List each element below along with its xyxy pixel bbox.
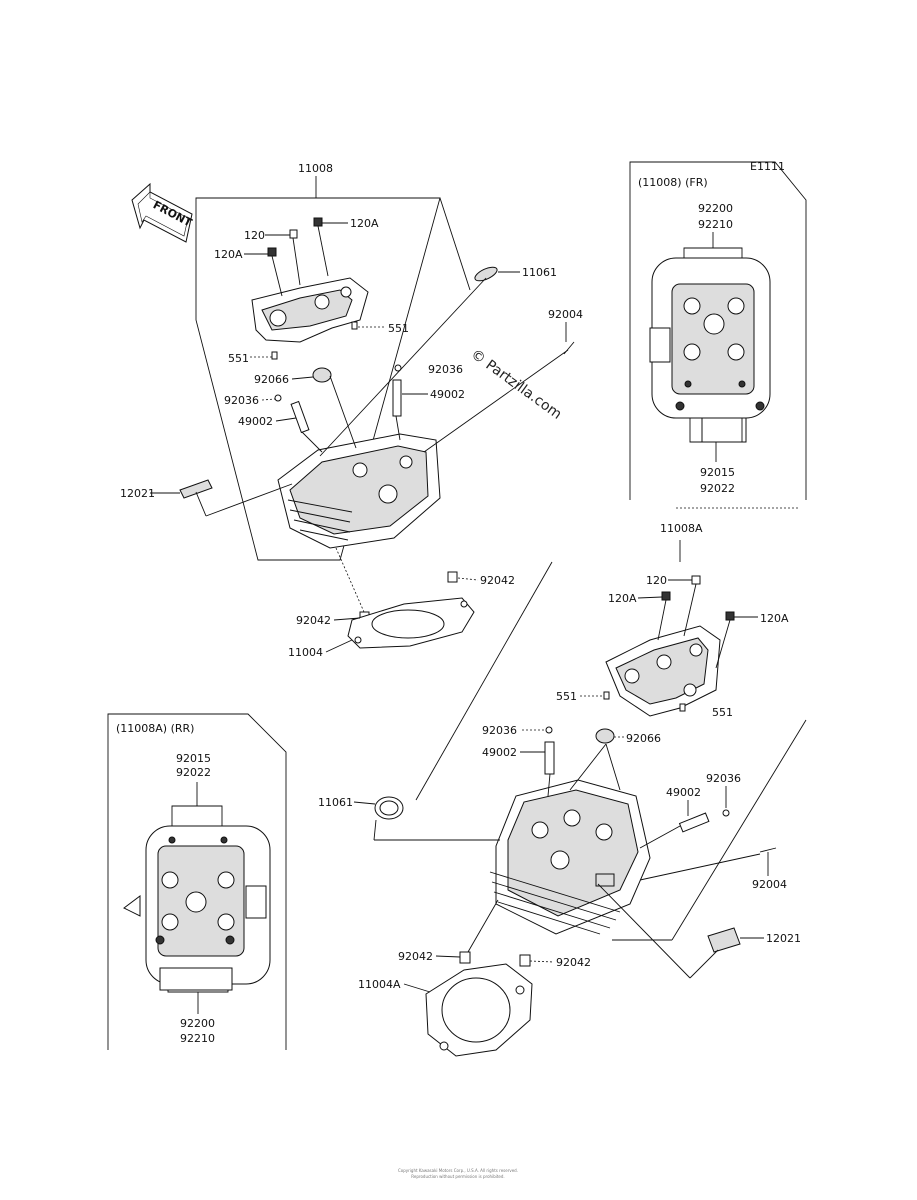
gasket-11004: [347, 597, 475, 649]
inset-rr: [107, 713, 287, 1050]
cover-12021-rear: [707, 927, 741, 953]
dowel-551-front-a: [351, 321, 358, 330]
label-12021-rear: 12021: [766, 932, 801, 945]
label-551-rear-b: 551: [712, 706, 733, 719]
dowel-92042-front-a: [447, 571, 458, 583]
bolt-120A-rear-b: [715, 611, 735, 669]
label-92004-rear: 92004: [752, 878, 787, 891]
bolt-120A-front-b: [267, 247, 283, 297]
cover-12021-front: [179, 479, 213, 499]
label-92036-front-b: 92036: [224, 394, 259, 407]
label-92066-front: 92066: [254, 373, 289, 386]
inset-fr-top-label-1: 92200: [698, 202, 733, 215]
label-120-front: 120: [244, 229, 265, 242]
label-92042-front-a: 92042: [480, 574, 515, 587]
label-11008A: 11008A: [660, 522, 703, 535]
inset-fr-bottom-label-1: 92015: [700, 466, 735, 479]
cylinder-head-rear: [489, 779, 651, 935]
ref-code: E1111: [750, 160, 785, 173]
label-49002-rear-a: 49002: [482, 746, 517, 759]
valve-guide-49002-rear-a: [544, 741, 555, 775]
label-551-front-a: 551: [388, 322, 409, 335]
label-12021-front: 12021: [120, 487, 155, 500]
gasket-11004A: [425, 963, 533, 1057]
label-92036-front-a: 92036: [428, 363, 463, 376]
label-92004-front: 92004: [548, 308, 583, 321]
clip-92036-rear-a: [545, 726, 553, 734]
label-11061-front: 11061: [522, 266, 557, 279]
o-ring-11061-front: [474, 266, 498, 282]
dowel-551-front-b: [271, 351, 278, 360]
dowel-92042-rear-b: [519, 954, 531, 967]
inset-fr-top-label-2: 92210: [698, 218, 733, 231]
inset-fr: [629, 161, 807, 509]
label-551-rear-a: 551: [556, 690, 577, 703]
inset-rr-title: (11008A) (RR): [116, 722, 194, 735]
clip-92036-rear-b: [722, 809, 730, 817]
dowel-551-rear-b: [679, 703, 686, 712]
label-120A-front-a: 120A: [350, 217, 379, 230]
label-92042-rear-b: 92042: [556, 956, 591, 969]
label-120-rear: 120: [646, 574, 667, 587]
label-92066-rear: 92066: [626, 732, 661, 745]
label-551-front-b: 551: [228, 352, 249, 365]
dowel-92042-rear-a: [459, 951, 471, 964]
clip-92036-front-a: [394, 364, 402, 372]
inset-fr-title: (11008) (FR): [638, 176, 708, 189]
cylinder-head-top-view-fr: [649, 257, 771, 443]
label-49002-front-b: 49002: [238, 415, 273, 428]
cam-holder-front: [251, 277, 369, 343]
label-49002-rear-b: 49002: [666, 786, 701, 799]
label-120A-front-b: 120A: [214, 248, 243, 261]
stud-92004-rear: [759, 847, 777, 853]
footer-line-2: Reproduction without permission is prohi…: [411, 1174, 504, 1179]
front-cylinder-assembly: [179, 176, 575, 649]
footer-line-1: Copyright Kawasaki Motors Corp., U.S.A. …: [398, 1168, 518, 1173]
bolt-120-front: [289, 229, 301, 286]
inset-rr-top-label-1: 92015: [176, 752, 211, 765]
dowel-551-rear-a: [603, 691, 610, 700]
bolt-120A-front-a: [313, 217, 329, 277]
inset-rr-bottom-label-2: 92210: [180, 1032, 215, 1045]
cylinder-head-front: [277, 433, 441, 549]
cap-92066-front: [312, 367, 332, 383]
inset-rr-bottom-label-1: 92200: [180, 1017, 215, 1030]
inset-fr-bottom-label-2: 92022: [700, 482, 735, 495]
label-11004A: 11004A: [358, 978, 401, 991]
valve-guide-49002-front-a: [392, 379, 402, 417]
rear-cylinder-assembly: [373, 561, 807, 1057]
bolt-120A-rear-a: [657, 591, 671, 641]
cap-92066-rear: [595, 728, 615, 744]
valve-guide-49002-rear-b: [678, 812, 710, 833]
clip-92036-front-b: [274, 394, 282, 402]
label-120A-rear-a: 120A: [608, 592, 637, 605]
label-120A-rear-b: 120A: [760, 612, 789, 625]
valve-guide-49002-front-b: [290, 400, 310, 434]
inset-rr-top-label-2: 92022: [176, 766, 211, 779]
label-92042-front-b: 92042: [296, 614, 331, 627]
label-11008: 11008: [298, 162, 333, 175]
label-92042-rear-a: 92042: [398, 950, 433, 963]
label-92036-rear-b: 92036: [706, 772, 741, 785]
label-92036-rear-a: 92036: [482, 724, 517, 737]
label-49002-front-a: 49002: [430, 388, 465, 401]
cam-holder-rear: [605, 625, 721, 717]
front-arrow-icon: FRONT: [131, 182, 194, 243]
cylinder-head-top-view-rr: [123, 825, 271, 991]
label-11004: 11004: [288, 646, 323, 659]
label-11061-rear: 11061: [318, 796, 353, 809]
